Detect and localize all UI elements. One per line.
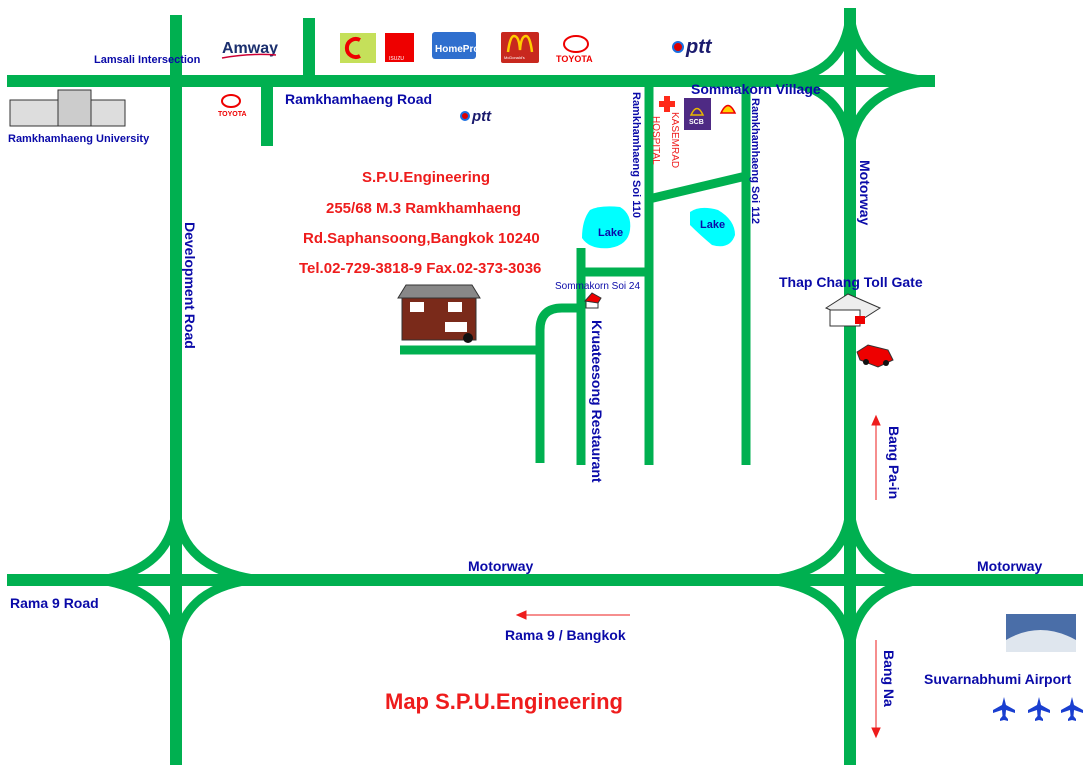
- company-address-1: 255/68 M.3 Ramkhamhaeng: [326, 200, 521, 217]
- village-label: Sommakorn Village: [691, 81, 821, 97]
- interchange-curve: [779, 14, 931, 151]
- golden-arches-icon: [506, 34, 534, 53]
- lake: [582, 206, 631, 249]
- scb-logo-text: SCB: [689, 119, 704, 126]
- connector-road: [647, 171, 748, 204]
- isuzu-logo-text: ISUZU: [389, 56, 404, 62]
- ptt-logo-text: ptt: [685, 36, 713, 58]
- mcdonalds-logo-text: McDonald's: [504, 55, 525, 60]
- bigc-logo: [340, 33, 376, 63]
- restaurant-label: Kruateesong Restaurant: [589, 320, 605, 483]
- toll-gate-label: Thap Chang Toll Gate: [779, 274, 923, 290]
- hospital-label-1: KASEMRAD: [669, 112, 680, 168]
- motorway-label: Motorway: [468, 558, 534, 574]
- airplane-icon: [993, 697, 1015, 721]
- amway-logo: Amway: [221, 40, 278, 59]
- airplane-icons: [993, 697, 1083, 721]
- roads: [7, 8, 1083, 765]
- mcdonalds-logo: McDonald's: [501, 32, 539, 63]
- amway-logo-text: Amway: [222, 40, 278, 57]
- development-road-label: Development Road: [182, 222, 198, 349]
- bang-pain-label: Bang Pa-in: [886, 426, 902, 499]
- company-contact: Tel.02-729-3818-9 Fax.02-373-3036: [299, 260, 541, 277]
- interchange-curve: [769, 509, 921, 651]
- toyota-logo-text: TOYOTA: [556, 54, 593, 64]
- rama9-road-label: Rama 9 Road: [10, 595, 99, 611]
- company-name: S.P.U.Engineering: [362, 169, 490, 186]
- direction-arrows: [515, 414, 881, 739]
- motorway-vertical-label: Motorway: [857, 160, 873, 226]
- ptt-logo-text: ptt: [471, 108, 492, 125]
- isuzu-logo: ISUZU: [385, 33, 414, 62]
- company-address-2: Rd.Saphansoong,Bangkok 10240: [303, 230, 540, 247]
- ptt-logo: ptt: [460, 108, 492, 125]
- car-icon: [856, 344, 894, 368]
- arrow-head: [515, 610, 527, 620]
- toll-gate-icon: [824, 293, 882, 327]
- ptt-logo: ptt: [672, 36, 713, 58]
- university-building-icon: [9, 89, 126, 127]
- soi24-label: Sommakorn Soi 24: [555, 281, 640, 292]
- hospital-label-2: HOSPITAL: [650, 116, 661, 165]
- soi112-label: Ramkhamhaeng Soi 112: [749, 98, 761, 224]
- homepro-logo: HomePro: [432, 32, 479, 59]
- scb-logo: SCB: [684, 98, 711, 130]
- toyota-logo-text: TOYOTA: [218, 111, 247, 118]
- soi110-label: Ramkhamhaeng Soi 110: [630, 92, 642, 218]
- airport-image-icon: [1006, 614, 1076, 652]
- map-title: Map S.P.U.Engineering: [385, 689, 623, 714]
- arrow-head: [871, 727, 881, 739]
- bang-na-label: Bang Na: [881, 650, 897, 707]
- airport-label: Suvarnabhumi Airport: [924, 671, 1072, 687]
- rama9-bangkok-label: Rama 9 / Bangkok: [505, 627, 626, 643]
- motorway-label: Motorway: [977, 558, 1043, 574]
- toyota-logo: TOYOTA: [556, 35, 593, 64]
- lamsali-label: Lamsali Intersection: [94, 54, 201, 66]
- lake-label: Lake: [598, 227, 623, 239]
- airplane-icon: [1028, 697, 1050, 721]
- airplane-icon: [1061, 697, 1083, 721]
- lake: [690, 207, 735, 247]
- restaurant-house-icon: [584, 292, 602, 309]
- shell-logo: [719, 100, 737, 116]
- interchange-curve: [99, 509, 261, 651]
- arrow-head: [871, 414, 881, 426]
- company-building-icon: [397, 284, 481, 343]
- access-road: [535, 303, 581, 463]
- homepro-logo-text: HomePro: [435, 44, 479, 55]
- hospital-cross-icon: [659, 96, 675, 112]
- toyota-logo: TOYOTA: [218, 94, 247, 118]
- lake-label: Lake: [700, 219, 725, 231]
- university-label: Ramkhamhaeng University: [8, 133, 150, 145]
- ramkhamhaeng-road-label: Ramkhamhaeng Road: [285, 91, 432, 107]
